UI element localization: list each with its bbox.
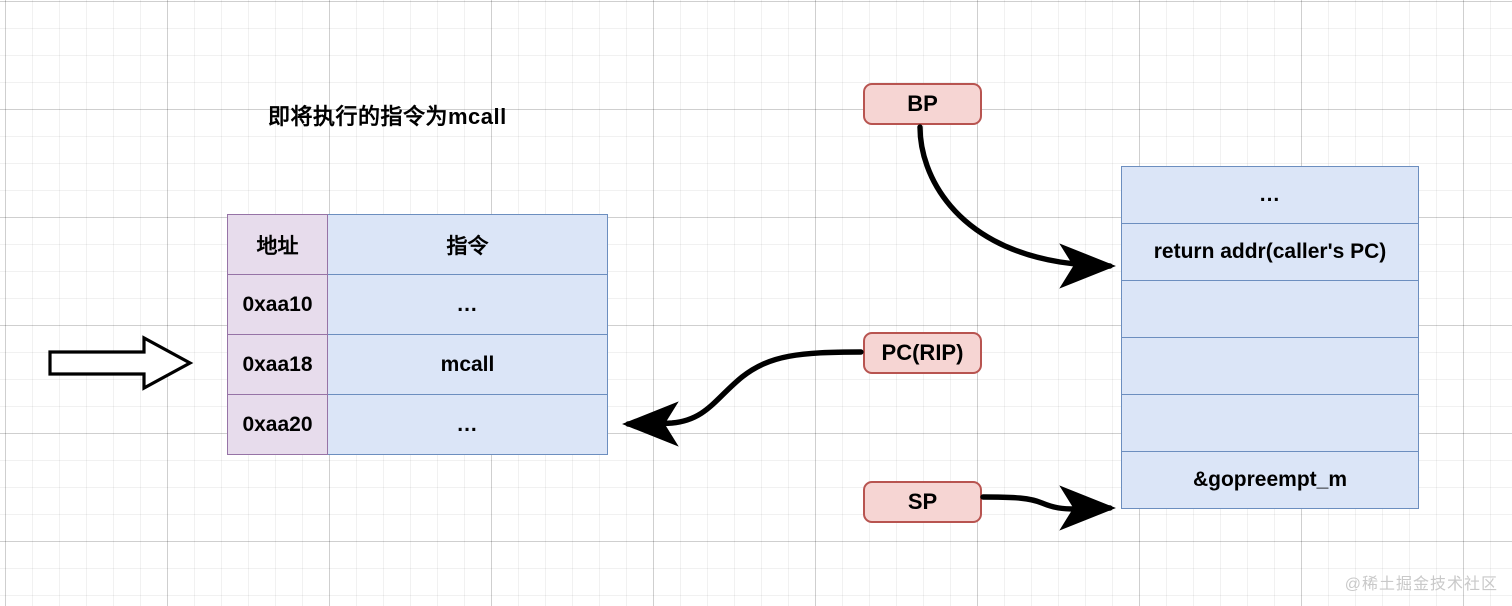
pc-pointer-arrow xyxy=(622,349,864,447)
block-arrow-right-icon xyxy=(48,335,194,391)
bp-pointer-arrow xyxy=(917,124,1116,289)
register-label-sp: SP xyxy=(863,481,982,523)
table-row: 0xaa18 mcall xyxy=(227,334,608,395)
sp-pointer-arrow xyxy=(980,485,1116,531)
cell-address-0xaa10: 0xaa10 xyxy=(227,274,328,335)
stack-row-empty-3 xyxy=(1121,394,1419,452)
stack-frame: ... return addr(caller's PC) &gopreempt_… xyxy=(1121,166,1419,509)
stack-row-ellipsis: ... xyxy=(1121,166,1419,224)
cell-address-0xaa18: 0xaa18 xyxy=(227,334,328,395)
register-label-pc: PC(RIP) xyxy=(863,332,982,374)
cell-address-0xaa20: 0xaa20 xyxy=(227,394,328,455)
watermark: @稀土掘金技术社区 xyxy=(1344,576,1498,593)
table-row: 0xaa20 ... xyxy=(227,394,608,455)
stack-row-return-addr: return addr(caller's PC) xyxy=(1121,223,1419,281)
table-header-row: 地址 指令 xyxy=(227,214,608,275)
stack-row-gopreempt-m: &gopreempt_m xyxy=(1121,451,1419,509)
cell-instruction-0xaa10: ... xyxy=(327,274,608,335)
stack-row-empty-1 xyxy=(1121,280,1419,338)
instruction-table: 地址 指令 0xaa10 ... 0xaa18 mcall 0xaa20 ... xyxy=(227,214,608,455)
table-row: 0xaa10 ... xyxy=(227,274,608,335)
cell-instruction-0xaa20: ... xyxy=(327,394,608,455)
cell-instruction-0xaa18: mcall xyxy=(327,334,608,395)
page-title: 即将执行的指令为mcall xyxy=(268,104,507,129)
register-label-bp: BP xyxy=(863,83,982,125)
stack-row-empty-2 xyxy=(1121,337,1419,395)
